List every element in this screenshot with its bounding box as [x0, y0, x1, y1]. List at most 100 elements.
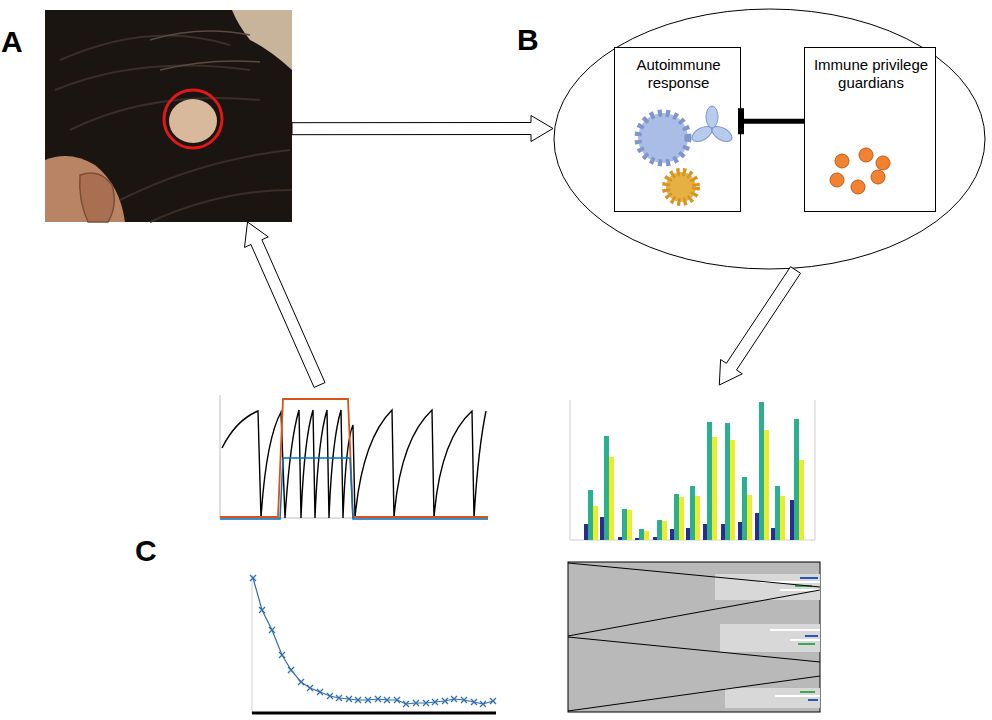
immune-cells — [638, 106, 735, 202]
bar — [653, 537, 657, 540]
photo-background — [232, 10, 292, 70]
process-box: Autoimmune response — [614, 47, 741, 212]
inhibition-bar — [738, 108, 744, 134]
hair-background — [45, 10, 292, 222]
pattern-stripes — [760, 582, 820, 696]
bar — [600, 517, 604, 540]
bar — [604, 436, 609, 540]
guardian-cell — [871, 170, 885, 184]
bar — [707, 422, 712, 540]
hollow-arrow — [719, 267, 800, 385]
bar — [635, 538, 639, 540]
bar — [755, 513, 759, 540]
bar — [712, 437, 717, 540]
pattern-stripes — [795, 586, 815, 692]
skin-area — [45, 156, 125, 222]
ellipse-outline — [554, 9, 985, 269]
bar — [780, 496, 785, 540]
bar — [790, 500, 794, 540]
bar — [584, 524, 588, 540]
guardian-cell — [830, 173, 844, 187]
panel-label: C — [135, 533, 165, 569]
bar — [703, 524, 707, 540]
cell-lobe — [689, 123, 714, 144]
mechanism-panel: BAutoimmune responseImmune privilege gua… — [553, 8, 986, 270]
pattern-band — [725, 688, 820, 708]
highlight-circle — [164, 90, 222, 148]
dendritic-cell — [638, 113, 688, 163]
hair-highlights — [150, 31, 260, 70]
box-label: Immune privilege guardians — [809, 56, 933, 92]
hollow-arrow — [292, 116, 553, 142]
plot-axis — [252, 575, 253, 713]
bar — [662, 521, 667, 540]
bar — [618, 537, 622, 540]
bar — [738, 522, 742, 540]
guardian-cell — [835, 154, 849, 168]
bar — [775, 486, 780, 540]
pattern-band — [720, 624, 820, 652]
pattern-plot — [568, 562, 820, 712]
model-panel: C — [215, 385, 830, 720]
time-series-plot — [220, 395, 488, 519]
bar — [721, 524, 725, 540]
bar — [799, 460, 804, 540]
hair-strands — [55, 35, 292, 222]
bar — [747, 495, 752, 540]
bar — [609, 457, 614, 540]
bar-chart — [570, 400, 815, 540]
box-label: Autoimmune response — [619, 56, 738, 92]
decay-plot — [252, 575, 496, 713]
bar — [622, 509, 627, 540]
bar — [730, 440, 735, 540]
cell-lobe — [706, 106, 718, 128]
scalp-photo — [45, 10, 292, 222]
inhibition-connector — [741, 108, 804, 134]
guardian-cell — [859, 148, 873, 162]
bar — [764, 430, 769, 540]
level-line — [220, 458, 488, 519]
process-box: Immune privilege guardians — [804, 47, 936, 212]
guardian-cells — [830, 148, 890, 194]
bar — [639, 529, 644, 540]
bar — [725, 423, 730, 540]
photo-panel: A — [45, 10, 292, 222]
bar — [690, 486, 695, 540]
nk-cell — [666, 172, 696, 202]
bar — [794, 419, 799, 540]
bar — [657, 520, 662, 540]
panel-label: A — [1, 24, 31, 60]
bar — [627, 510, 632, 540]
bar — [771, 528, 775, 540]
panel-label: B — [517, 22, 547, 58]
pattern-band — [715, 574, 820, 600]
bar — [588, 490, 593, 540]
plot-baseline — [252, 712, 496, 715]
bar — [695, 496, 700, 540]
bar — [679, 497, 684, 540]
bar — [593, 506, 598, 540]
inhibition-line — [741, 119, 804, 124]
chart-frame — [570, 400, 815, 540]
bald-patch — [169, 99, 217, 143]
stimulus-pulse — [220, 399, 488, 517]
ear — [80, 173, 115, 222]
cell-lobe — [709, 123, 734, 144]
bar — [759, 402, 764, 540]
pattern-stripes — [800, 578, 818, 700]
bar — [670, 529, 674, 540]
sawtooth-signal — [222, 410, 486, 518]
guardian-cell — [851, 180, 865, 194]
decay-curve — [253, 578, 493, 704]
bar — [686, 528, 690, 540]
branch-lines — [568, 563, 820, 711]
hollow-arrow — [245, 222, 326, 387]
guardian-cell — [876, 156, 890, 170]
bar — [742, 477, 747, 540]
pattern-frame — [568, 562, 820, 712]
plot-axes — [220, 395, 488, 518]
bar — [674, 494, 679, 540]
bar — [644, 531, 649, 540]
